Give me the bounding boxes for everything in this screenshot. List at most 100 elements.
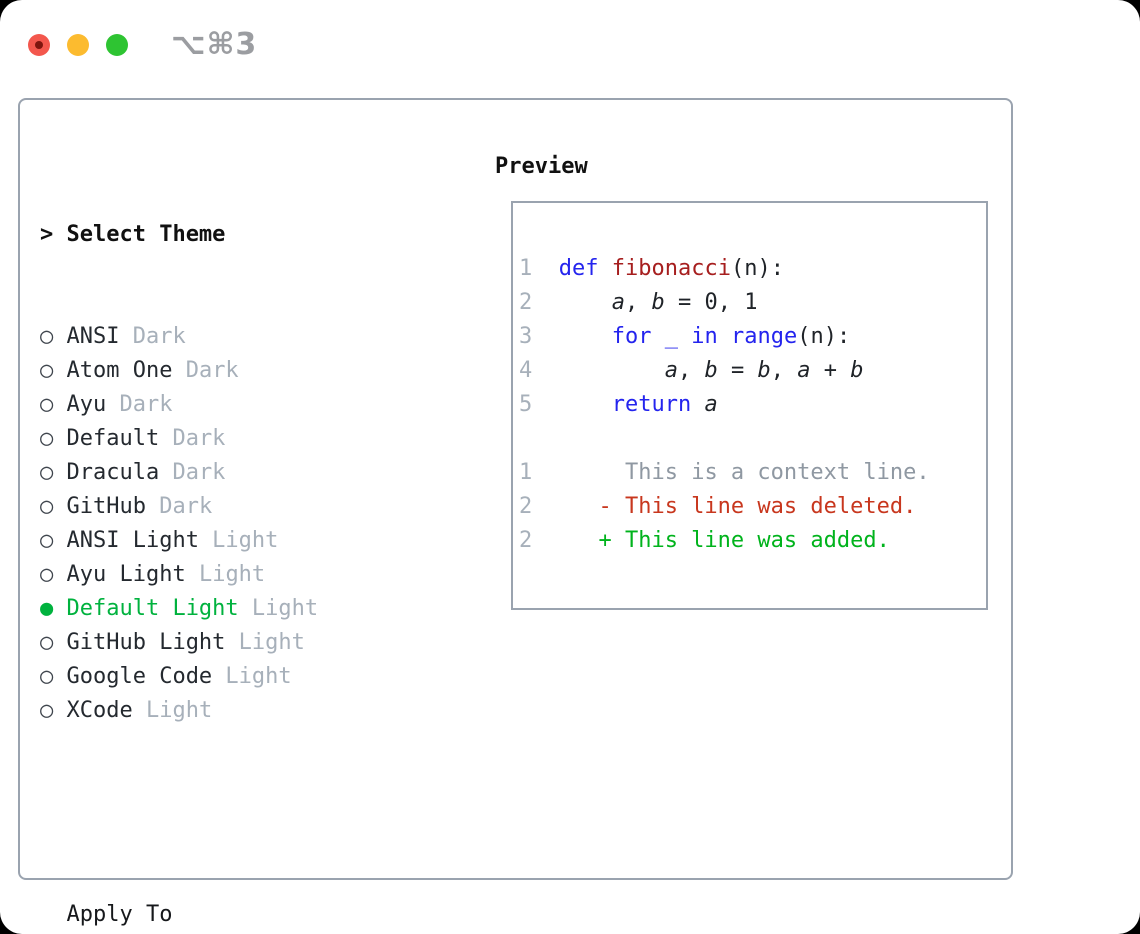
- theme-variant: Dark: [172, 358, 239, 383]
- code-token: [545, 358, 664, 383]
- theme-option-ansi-light[interactable]: ○ANSI Light Light: [40, 524, 411, 558]
- close-button[interactable]: [28, 33, 50, 56]
- radio-unselected-icon: ○: [40, 460, 54, 485]
- line-number: 2: [519, 528, 533, 553]
- theme-name: Google Code: [66, 664, 213, 689]
- line-number: 2: [519, 494, 533, 519]
- radio-unselected-icon: ○: [40, 562, 54, 587]
- code-token: [545, 324, 611, 349]
- theme-name: GitHub: [66, 494, 146, 519]
- theme-name: Atom One: [66, 358, 173, 383]
- code-token: for: [611, 324, 652, 349]
- code-token: a: [611, 290, 625, 315]
- code-token: =: [717, 358, 758, 383]
- theme-variant: Dark: [145, 494, 213, 519]
- code-line: 3 for _ in range(n):: [519, 320, 986, 354]
- line-number: 2: [519, 290, 533, 315]
- code-token: range: [730, 324, 798, 349]
- radio-unselected-icon: ○: [40, 664, 54, 689]
- radio-unselected-icon: ○: [40, 392, 54, 417]
- theme-option-google-code[interactable]: ○Google Code Light: [40, 660, 411, 694]
- theme-variant: Dark: [159, 426, 226, 451]
- radio-unselected-icon: ○: [40, 358, 54, 383]
- radio-unselected-icon: ○: [40, 324, 54, 349]
- theme-name: Ayu: [66, 392, 107, 417]
- code-line: 4 a, b = b, a + b: [519, 354, 986, 388]
- theme-name: Ayu Light: [66, 562, 186, 587]
- radio-unselected-icon: ○: [40, 494, 54, 519]
- theme-option-ayu-light[interactable]: ○ Ayu Light Light: [40, 558, 411, 592]
- line-number: 4: [519, 358, 533, 383]
- prompt-icon: >: [40, 222, 54, 247]
- line-number: 5: [519, 392, 533, 417]
- apply-to-header: Apply To: [66, 902, 173, 927]
- theme-option-github-light[interactable]: ○GitHub Light Light: [40, 626, 411, 660]
- code-token: [545, 290, 611, 315]
- code-token: - This line was deleted.: [598, 494, 917, 519]
- theme-list: ○ANSI Dark○Atom One Dark○Ayu Dark○Defaul…: [40, 320, 411, 728]
- code-line: 2 + This line was added.: [519, 524, 986, 558]
- code-token: ,: [770, 358, 798, 383]
- code-token: a: [797, 358, 811, 383]
- code-token: [678, 324, 691, 349]
- theme-picker-panel: >Select Theme ○ANSI Dark○Atom One Dark○A…: [18, 98, 1013, 927]
- theme-option-default[interactable]: ○Default Dark: [40, 422, 411, 456]
- theme-variant: Dark: [106, 392, 173, 417]
- code-token: a: [664, 358, 678, 383]
- code-token: [545, 528, 598, 553]
- theme-name: GitHub Light: [66, 630, 226, 655]
- radio-unselected-icon: ○: [40, 630, 54, 655]
- select-theme-title: Select Theme: [66, 222, 226, 247]
- theme-variant: Light: [132, 698, 213, 723]
- code-token: [718, 324, 731, 349]
- theme-name: Default Light: [66, 596, 239, 621]
- theme-option-atom-one[interactable]: ○ Atom One Dark: [40, 354, 411, 388]
- theme-variant: Dark: [119, 324, 186, 349]
- code-line: [519, 422, 986, 456]
- code-line: 1 def fibonacci(n):: [519, 252, 986, 286]
- theme-name: ANSI: [66, 324, 120, 349]
- minimize-button[interactable]: [67, 33, 89, 56]
- theme-name: Dracula: [66, 460, 160, 485]
- radio-unselected-icon: ○: [40, 426, 54, 451]
- code-token: return: [611, 392, 692, 417]
- select-theme-header: > Select Theme: [40, 218, 411, 252]
- theme-option-ansi[interactable]: ○ ANSI Dark: [40, 320, 411, 354]
- keyboard-shortcut-label: ⌥⌘3: [171, 27, 258, 62]
- line-number: 1: [519, 460, 533, 485]
- code-token: [691, 392, 704, 417]
- code-token: + This line was added.: [598, 528, 890, 553]
- titlebar: ⌥⌘3: [28, 27, 257, 62]
- line-number: 1: [519, 256, 533, 281]
- code-line: 2 a, b = 0, 1: [519, 286, 986, 320]
- code-token: [545, 256, 558, 281]
- code-token: [545, 392, 611, 417]
- zoom-button[interactable]: [106, 33, 128, 56]
- code-line: 5 return a: [519, 388, 986, 422]
- code-token: in: [691, 324, 718, 349]
- theme-variant: Dark: [159, 460, 226, 485]
- theme-name: ANSI Light: [66, 528, 199, 553]
- code-token: (n):: [730, 256, 784, 281]
- spacer: [40, 796, 411, 830]
- theme-option-default-light[interactable]: ●Default Light Light: [40, 592, 411, 626]
- theme-option-xcode[interactable]: ○XCode Light: [40, 694, 411, 728]
- theme-option-dracula[interactable]: ○ Dracula Dark: [40, 456, 411, 490]
- theme-variant: Light: [185, 562, 266, 587]
- theme-option-ayu[interactable]: ○ Ayu Dark: [40, 388, 411, 422]
- code-token: ,: [624, 290, 652, 315]
- theme-column: >Select Theme ○ANSI Dark○Atom One Dark○A…: [40, 150, 411, 934]
- code-token: b: [651, 290, 665, 315]
- line-number: 3: [519, 324, 533, 349]
- code-token: b: [757, 358, 771, 383]
- code-token: ,: [677, 358, 705, 383]
- theme-variant: Light: [198, 528, 279, 553]
- code-token: [545, 494, 598, 519]
- theme-option-github[interactable]: ○ GitHub Dark: [40, 490, 411, 524]
- code-token: _: [664, 324, 678, 349]
- code-token: +: [810, 358, 851, 383]
- radio-selected-icon: ●: [40, 596, 54, 621]
